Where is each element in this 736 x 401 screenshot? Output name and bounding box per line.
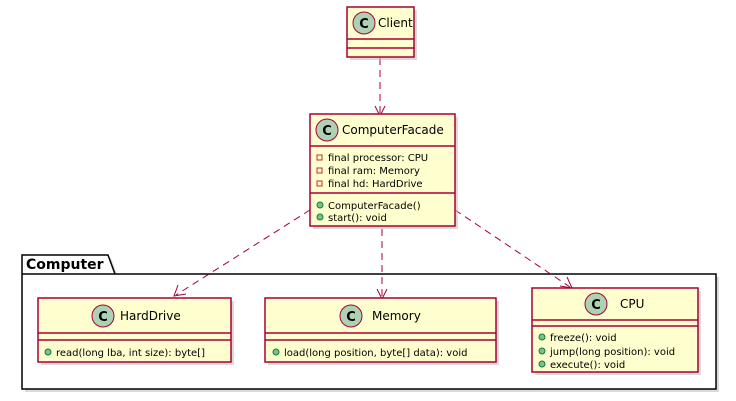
public-visibility-icon (44, 348, 52, 356)
method-load: load(long position, byte[] data): void (284, 348, 467, 359)
class-name-client: Client (378, 16, 413, 30)
attribute-ram: final ram: Memory (328, 166, 420, 177)
svg-text:C: C (98, 310, 108, 325)
private-visibility-icon (316, 180, 323, 187)
public-visibility-icon (316, 213, 324, 221)
attribute-hd: final hd: HardDrive (328, 179, 423, 190)
method-freeze: freeze(): void (550, 333, 617, 344)
private-visibility-icon (316, 167, 323, 174)
method-jump: jump(long position): void (549, 347, 675, 358)
class-stereotype-icon (584, 292, 608, 316)
class-stereotype-icon (315, 118, 339, 142)
class-stereotype-icon (91, 304, 115, 328)
public-visibility-icon (316, 201, 324, 209)
public-visibility-icon (538, 360, 546, 368)
method-read: read(long lba, int size): byte[] (56, 348, 205, 359)
class-name-cpu: CPU (620, 297, 644, 311)
class-name-memory: Memory (372, 309, 421, 323)
attribute-processor: final processor: CPU (328, 153, 428, 164)
class-harddrive: C HardDrive read(long lba, int size): by… (37, 297, 234, 365)
class-stereotype-icon (352, 11, 376, 35)
class-memory: C Memory load(long position, byte[] data… (264, 297, 499, 365)
public-visibility-icon (272, 348, 280, 356)
public-visibility-icon (538, 347, 546, 355)
svg-text:C: C (322, 124, 332, 139)
method-execute: execute(): void (550, 360, 625, 371)
svg-text:C: C (359, 17, 369, 32)
class-client: C Client (346, 6, 417, 60)
class-computerfacade: C ComputerFacade final processor: CPU fi… (309, 113, 458, 229)
class-name-harddrive: HardDrive (120, 309, 181, 323)
class-name-computerfacade: ComputerFacade (342, 123, 444, 137)
method-constructor: ComputerFacade() (328, 201, 421, 212)
relation-facade-harddrive (173, 209, 311, 297)
method-start: start(): void (328, 213, 387, 224)
svg-text:C: C (591, 298, 601, 313)
public-visibility-icon (538, 333, 546, 341)
private-visibility-icon (316, 154, 323, 161)
class-cpu: C CPU freeze(): void jump(long position)… (531, 287, 701, 375)
svg-text:C: C (346, 310, 356, 325)
package-label: Computer (26, 257, 104, 273)
relation-client-facade (374, 58, 386, 118)
class-stereotype-icon (339, 304, 363, 328)
